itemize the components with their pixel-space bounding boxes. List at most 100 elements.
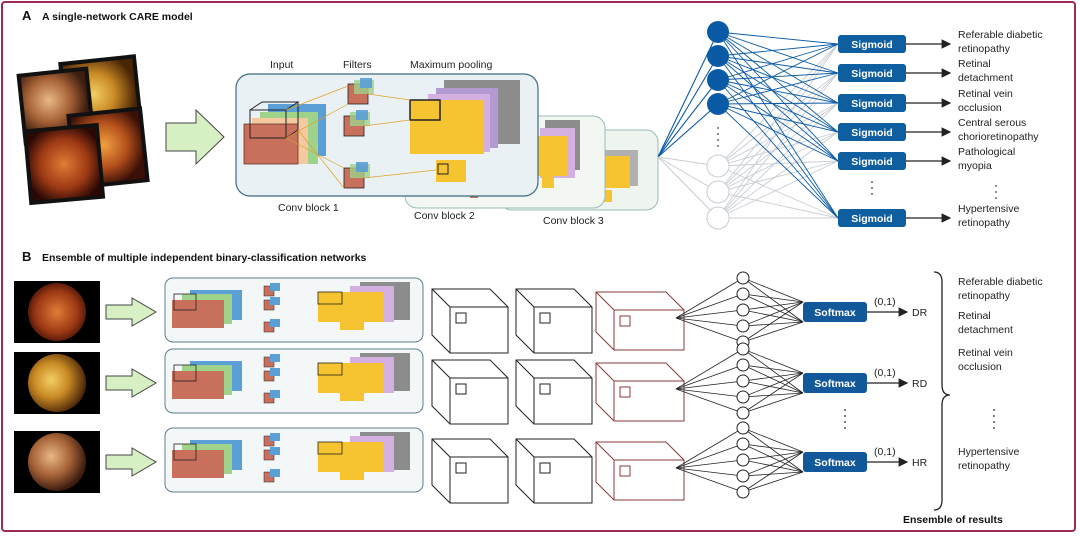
softmax-label: Softmax [814,457,856,469]
softmax-box [803,302,867,322]
hidden-node [736,342,750,356]
input-arrow [105,297,157,327]
sigmoid-label: Sigmoid [851,127,892,139]
ensemble-item-2-line-1: Retinal [958,310,991,322]
output-label-6-line-1: Hypertensive [958,203,1019,215]
hidden-node [736,453,750,467]
output-label-5-line-1: Pathological [958,146,1015,158]
hidden-node-inactive [706,154,730,178]
sigmoid-box [838,94,906,112]
softmax-box [803,452,867,472]
sigmoid-label: Sigmoid [851,39,892,51]
hidden-node [736,358,750,372]
hidden-node [736,421,750,435]
sigmoid-label: Sigmoid [851,98,892,110]
output-label-2-line-1: Retinal [958,58,991,70]
output-label-6-line-2: retinopathy [958,217,1011,229]
input-arrow-a [165,108,225,166]
output-label-2-line-2: detachment [958,72,1013,84]
conv-layer-wireframe [515,288,593,354]
ensemble-row-2: Softmax (0,1) RD [14,342,928,425]
hidden-node [736,319,750,333]
binary-output-label: HR [912,457,928,469]
ensemble-item-4-line-1: Hypertensive [958,446,1019,458]
sigmoid-box [838,64,906,82]
section-b-label: B [22,249,31,264]
stage-label-input: Input [270,59,293,71]
conv-layer-wireframe [431,288,509,354]
ensemble-item-4-line-2: retinopathy [958,460,1011,472]
output-label-4-line-1: Central serous [958,117,1026,129]
block-label-2: Conv block 2 [414,210,475,222]
sigmoid-box [838,35,906,53]
sigmoid-box [838,209,906,227]
sigmoid-box [838,152,906,170]
ensemble-item-3-line-1: Retinal vein [958,347,1013,359]
hidden-node-active [707,69,729,91]
hidden-node-inactive [706,180,730,204]
hidden-node-active [707,21,729,43]
sigmoid-label: Sigmoid [851,68,892,80]
fundus-photo-stack [16,54,150,206]
output-label-5-line-2: myopia [958,160,992,172]
hidden-node [736,374,750,388]
section-a-title: A single-network CARE model [42,11,193,23]
softmax-label: Softmax [814,378,856,390]
output-label-4-line-2: chorioretinopathy [958,131,1039,143]
range-label: (0,1) [874,367,896,379]
input-arrow [105,447,157,477]
ensemble-ellipsis [993,409,995,429]
hidden-node [736,271,750,285]
hidden-node-active [707,45,729,67]
sigmoid-label: Sigmoid [851,156,892,168]
sigmoid-label: Sigmoid [851,213,892,225]
ensemble-row-1: Softmax (0,1) DR [14,271,928,354]
input-arrow [105,368,157,398]
block-label-3: Conv block 3 [543,215,604,227]
ensemble-item-3-line-2: occlusion [958,361,1002,373]
output-label-1-line-2: retinopathy [958,43,1011,55]
conv-block-1 [235,73,539,197]
hidden-node [736,469,750,483]
ensemble-brace [933,271,951,511]
hidden-node [736,390,750,404]
conv-layer-wireframe [431,438,509,504]
softmax-box [803,373,867,393]
block-label-1: Conv block 1 [278,202,339,214]
output-label-3-line-1: Retinal vein [958,88,1013,100]
hidden-node-active [707,93,729,115]
softmax-label: Softmax [814,307,856,319]
pool-layer-wireframe [595,291,685,351]
conv-layer-wireframe [515,438,593,504]
stage-label-filters: Filters [343,59,372,71]
ensemble-rows: Softmax (0,1) DR Softmax (0,1) RD Softmax (0,1)… [14,271,928,504]
ensemble-of-results-label: Ensemble of results [903,514,1003,526]
ensemble-item-1-line-1: Referable diabetic [958,276,1043,288]
section-a-label: A [22,8,32,23]
output-label-3-line-2: occlusion [958,102,1002,114]
hidden-node [736,287,750,301]
hidden-node [736,303,750,317]
output-label-1-line-1: Referable diabetic [958,29,1043,41]
stage-label-max-pooling: Maximum pooling [410,59,492,71]
ensemble-result-list: Referable diabetic retinopathy Retinal d… [958,276,1043,472]
range-label: (0,1) [874,446,896,458]
pool-layer-wireframe [595,441,685,501]
conv-layer-wireframe [515,359,593,425]
pool-layer-wireframe [595,362,685,422]
ensemble-item-2-line-2: detachment [958,324,1013,336]
hidden-node-inactive [706,206,730,230]
sigmoid-box [838,123,906,141]
section-b-title: Ensemble of multiple independent binary-… [42,252,367,264]
range-label: (0,1) [874,296,896,308]
binary-output-label: RD [912,378,928,390]
hidden-node [736,406,750,420]
binary-output-label: DR [912,307,928,319]
ensemble-item-1-line-2: retinopathy [958,290,1011,302]
hidden-node [736,485,750,499]
conv-layer-wireframe [431,359,509,425]
ensemble-row-3: Softmax (0,1) HR [14,421,928,504]
